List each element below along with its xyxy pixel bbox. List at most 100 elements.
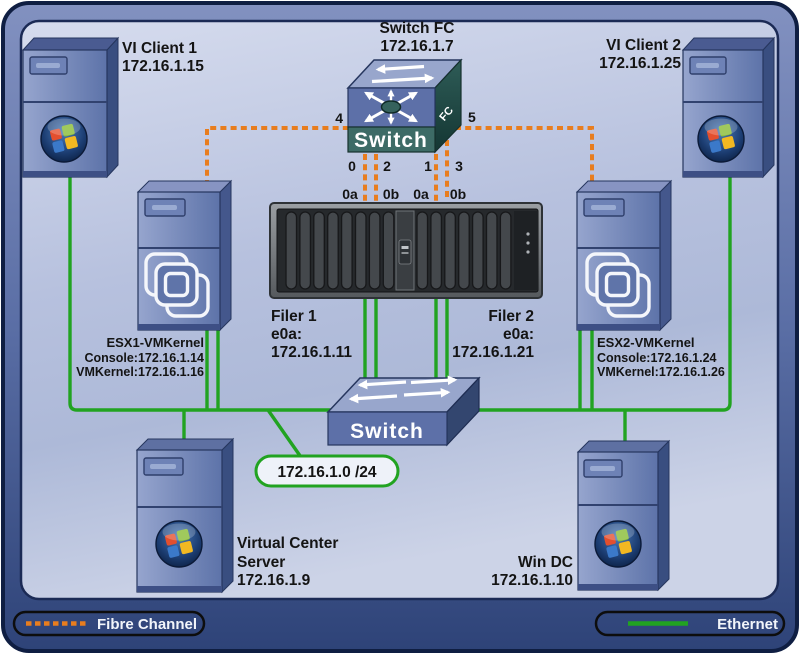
vi-client1-tower: VI Client 1 172.16.1.15 <box>21 36 204 179</box>
fc-port-5: 5 <box>468 109 476 125</box>
drive-bay-slot <box>696 63 719 68</box>
tower-base <box>137 586 222 592</box>
disk-slot <box>471 211 484 290</box>
tower-top <box>576 440 671 453</box>
windows-logo-icon <box>594 520 642 568</box>
disk-slot <box>444 211 456 290</box>
tower-side <box>659 179 672 332</box>
tower-top <box>681 37 776 51</box>
disk-slot <box>430 211 443 290</box>
eth-switch-body-label: Switch <box>350 420 424 443</box>
vi-client2-name: VI Client 2 <box>606 37 681 54</box>
esx1-vmkernel-ip: VMKernel:172.16.1.16 <box>76 365 204 379</box>
filer1-ip: 172.16.1.11 <box>271 344 352 361</box>
legend: Fibre Channel Ethernet <box>12 610 786 637</box>
fc-switch-body-label: Switch <box>354 129 428 152</box>
fc-switch-ip: 172.16.1.7 <box>380 38 453 55</box>
vcenter-name-line1: Virtual Center <box>237 535 338 552</box>
drive-bay-slot <box>591 205 616 210</box>
tower-top <box>21 37 120 51</box>
filer1-port-0b: 0b <box>383 186 399 202</box>
fc-port-1: 1 <box>424 158 432 174</box>
disk-slot <box>327 211 339 290</box>
esx2-vmkernel-ip: VMKernel:172.16.1.26 <box>597 365 725 379</box>
filer2-port-0a: 0a <box>413 186 429 202</box>
filer2-name: Filer 2 <box>488 308 534 325</box>
windc-name: Win DC <box>518 554 573 571</box>
fc-link-esx2 <box>455 126 594 184</box>
esx2-console-ip: Console:172.16.1.24 <box>597 351 717 365</box>
drive-bay-slot <box>590 466 615 471</box>
filer1-label: Filer 1 e0a: 172.16.1.11 <box>271 308 352 361</box>
vi-client1-ip: 172.16.1.15 <box>122 58 204 75</box>
legend-fibre-pill <box>12 610 206 637</box>
fc-switch-title: Switch FC <box>380 20 455 37</box>
disk-slots <box>285 211 512 290</box>
filer1-port-0a: 0a <box>342 186 358 202</box>
legend-ethernet-label: Ethernet <box>717 616 778 633</box>
disk-slot <box>416 211 429 290</box>
fc-port-0: 0 <box>348 158 356 174</box>
disk-slot <box>458 211 470 290</box>
vcenter-ip: 172.16.1.9 <box>237 572 311 589</box>
tower-side <box>219 179 232 332</box>
tower-side <box>657 439 670 592</box>
array-right-cap <box>514 211 538 290</box>
drive-bay-slot <box>152 205 177 210</box>
fc-top-arrows-icon <box>371 64 435 84</box>
array-badge-mark1 <box>401 246 409 249</box>
vcenter-name-line2: Server <box>237 554 285 571</box>
fc-port-4: 4 <box>335 110 343 126</box>
tower-base <box>578 584 658 590</box>
ethernet-switch: Switch <box>326 375 481 447</box>
filer2-port-0b: 0b <box>450 186 466 202</box>
vcenter-tower: Virtual Center Server 172.16.1.9 <box>135 437 338 594</box>
fc-port-3: 3 <box>455 158 463 174</box>
filer1-name: Filer 1 <box>271 308 317 325</box>
eth-switch-front-face <box>327 411 448 446</box>
disk-slot <box>368 211 381 290</box>
tower-top <box>575 180 673 193</box>
esx1-console-ip: Console:172.16.1.14 <box>84 351 204 365</box>
tower-top <box>135 438 235 451</box>
filer2-nic: e0a: <box>503 326 534 343</box>
disk-slot <box>485 211 498 290</box>
eth-top-arrows-icon <box>348 375 458 404</box>
subnet-bubble <box>254 454 400 488</box>
esx1-tower: ESX1-VMKernel Console:172.16.1.14 VMKern… <box>76 179 233 379</box>
windc-tower: Win DC 172.16.1.10 <box>491 439 671 592</box>
disk-slot <box>340 211 353 290</box>
tower-base <box>683 171 763 177</box>
esx2-name: ESX2-VMKernel <box>597 335 695 350</box>
tower-base <box>577 324 660 330</box>
tower-side <box>221 437 234 594</box>
drive-bay-slot <box>150 464 176 469</box>
vi-client2-tower: VI Client 2 172.16.1.25 <box>599 36 776 179</box>
filer2-ip: 172.16.1.21 <box>452 344 534 361</box>
drive-bay-slot <box>36 63 60 68</box>
windows-logo-icon <box>697 115 745 163</box>
disk-slot <box>299 211 312 290</box>
fc-port-2: 2 <box>383 158 391 174</box>
tower-side <box>106 36 119 179</box>
fc-switch-name-band <box>347 126 436 153</box>
disk-slot <box>354 211 367 290</box>
tower-side <box>762 36 775 179</box>
filer1-nic: e0a: <box>271 326 302 343</box>
esx1-name: ESX1-VMKernel <box>106 335 204 350</box>
esx2-tower: ESX2-VMKernel Console:172.16.1.24 VMKern… <box>575 179 725 379</box>
subnet-callout-line <box>266 409 305 461</box>
filer2-label: Filer 2 e0a: 172.16.1.21 <box>452 308 534 361</box>
fibre-channel-links <box>205 126 594 201</box>
windows-logo-icon <box>155 520 203 568</box>
storage-port-labels: 0a 0b 0a 0b <box>342 186 466 202</box>
tower-base <box>138 324 220 330</box>
storage-array <box>269 202 543 299</box>
disk-slot <box>285 211 298 290</box>
legend-ethernet-pill <box>594 610 786 637</box>
vi-client2-ip: 172.16.1.25 <box>599 55 681 72</box>
disk-slot <box>313 211 325 290</box>
vi-client1-name: VI Client 1 <box>122 40 197 57</box>
